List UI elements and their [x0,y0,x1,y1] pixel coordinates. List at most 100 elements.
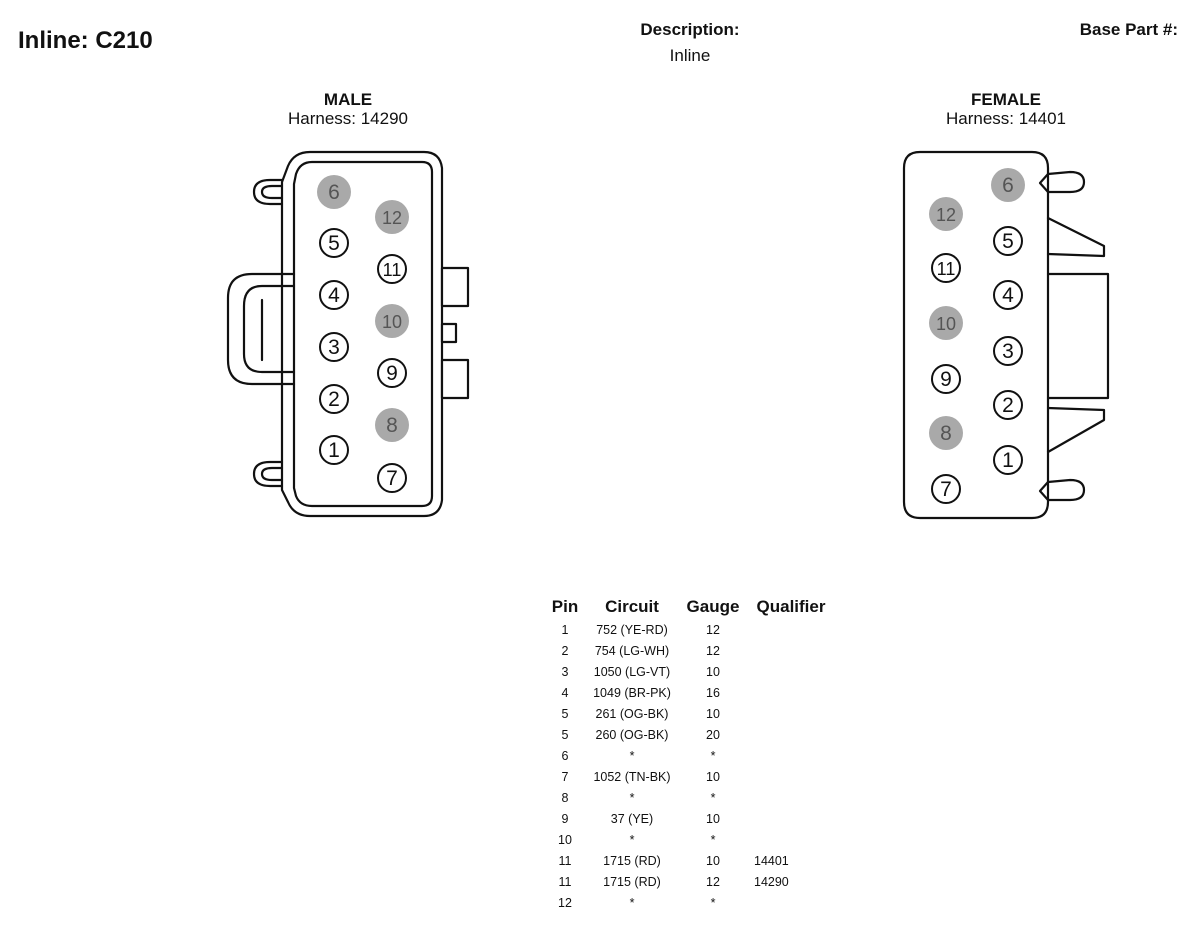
pin-cell: 3 [561,664,569,679]
pin-number: 1 [1002,449,1014,472]
female-top-ear [1046,170,1086,194]
pin-circle [993,390,1023,420]
circuit-cell: * [629,832,635,847]
pin-circle [319,228,349,258]
female-pin-9: 9 [931,364,961,394]
pin-cell: 11 [558,874,572,889]
male-pin-3: 3 [319,332,349,362]
male-pin-9: 9 [377,358,407,388]
female-pin-10: 10 [929,306,963,340]
pin-table-header: Pin Circuit Gauge Qualifier [544,595,834,619]
circuit-cell: * [629,895,635,910]
pin-cell: 4 [561,685,569,700]
qualifier-cell [748,682,834,703]
pin-number: 3 [1002,340,1014,363]
pin-cell: 10 [558,832,572,847]
pin-number: 7 [940,478,952,501]
gauge-cell: 20 [706,727,720,742]
circuit-column-header: Circuit [605,597,659,616]
qualifier-column-header: Qualifier [756,597,826,616]
male-pin-4: 4 [319,280,349,310]
gauge-cell: * [710,790,716,805]
gauge-cell: 12 [706,874,720,889]
pin-number: 9 [940,368,952,391]
gauge-cell: * [710,832,716,847]
gauge-column-header: Gauge [686,597,740,616]
male-right-tab-1 [440,266,470,308]
female-pin-7: 7 [931,474,961,504]
female-latch [1046,216,1106,258]
male-pin-5: 5 [319,228,349,258]
pin-cell: 8 [561,790,569,805]
pin-cell: 6 [561,748,569,763]
male-pin-12: 12 [375,200,409,234]
pin-cell: 11 [558,853,572,868]
pin-cell: 9 [561,811,569,826]
pin-number: 8 [386,414,398,437]
qualifier-cell: 14401 [754,853,789,868]
pin-circle [991,168,1025,202]
pin-circle [377,463,407,493]
pin-number: 2 [328,388,340,411]
pin-cell: 5 [561,727,569,742]
description-value: Inline [669,46,711,65]
pin-circle [993,336,1023,366]
gauge-cell: * [710,748,716,763]
female-pin-5: 5 [993,226,1023,256]
female-connector-title: FEMALE [971,90,1041,109]
pin-cell: 1 [561,622,569,637]
description-label: Description: [640,20,740,39]
male-pin-8: 8 [375,408,409,442]
pin-number: 7 [386,467,398,490]
pin-number: 12 [936,205,956,225]
circuit-cell: * [629,790,635,805]
pin-circle [319,280,349,310]
female-pin-4: 4 [993,280,1023,310]
female-pin-11: 11 [931,253,961,283]
female-pin-8: 8 [929,416,963,450]
male-harness-label: Harness: 14290 [287,109,409,128]
qualifier-cell [748,724,834,745]
pin-cell: 2 [561,643,569,658]
gauge-cell: 10 [706,706,720,721]
pin-circle [375,304,409,338]
page-title: Inline: C210 [18,27,153,54]
table-row: 6** [544,745,834,766]
pin-number: 6 [1002,174,1014,197]
pin-circle [993,445,1023,475]
pin-number: 3 [328,336,340,359]
qualifier-cell: 14290 [754,874,789,889]
pin-cell: 12 [558,895,572,910]
male-pin-6: 6 [317,175,351,209]
base-part-label: Base Part #: [1079,20,1178,39]
male-pin-10: 10 [375,304,409,338]
table-row: 8 * * [544,787,834,808]
pin-number: 10 [382,312,402,332]
male-lock-arm [226,272,296,386]
female-pin-1: 1 [993,445,1023,475]
male-bottom-latch [252,460,284,488]
pin-number: 11 [937,259,956,279]
pin-number: 6 [328,181,340,204]
circuit-cell: 1052 (TN-BK) [593,769,671,784]
gauge-cell: 12 [706,643,720,658]
male-right-tab-2 [440,322,458,344]
qualifier-cell [748,787,834,808]
qualifier-cell [748,808,834,829]
pin-number: 4 [1002,284,1014,307]
pin-circle [377,254,407,284]
table-row: 12** [544,892,834,913]
table-row: 10 * * [544,829,834,850]
pin-circle [929,416,963,450]
